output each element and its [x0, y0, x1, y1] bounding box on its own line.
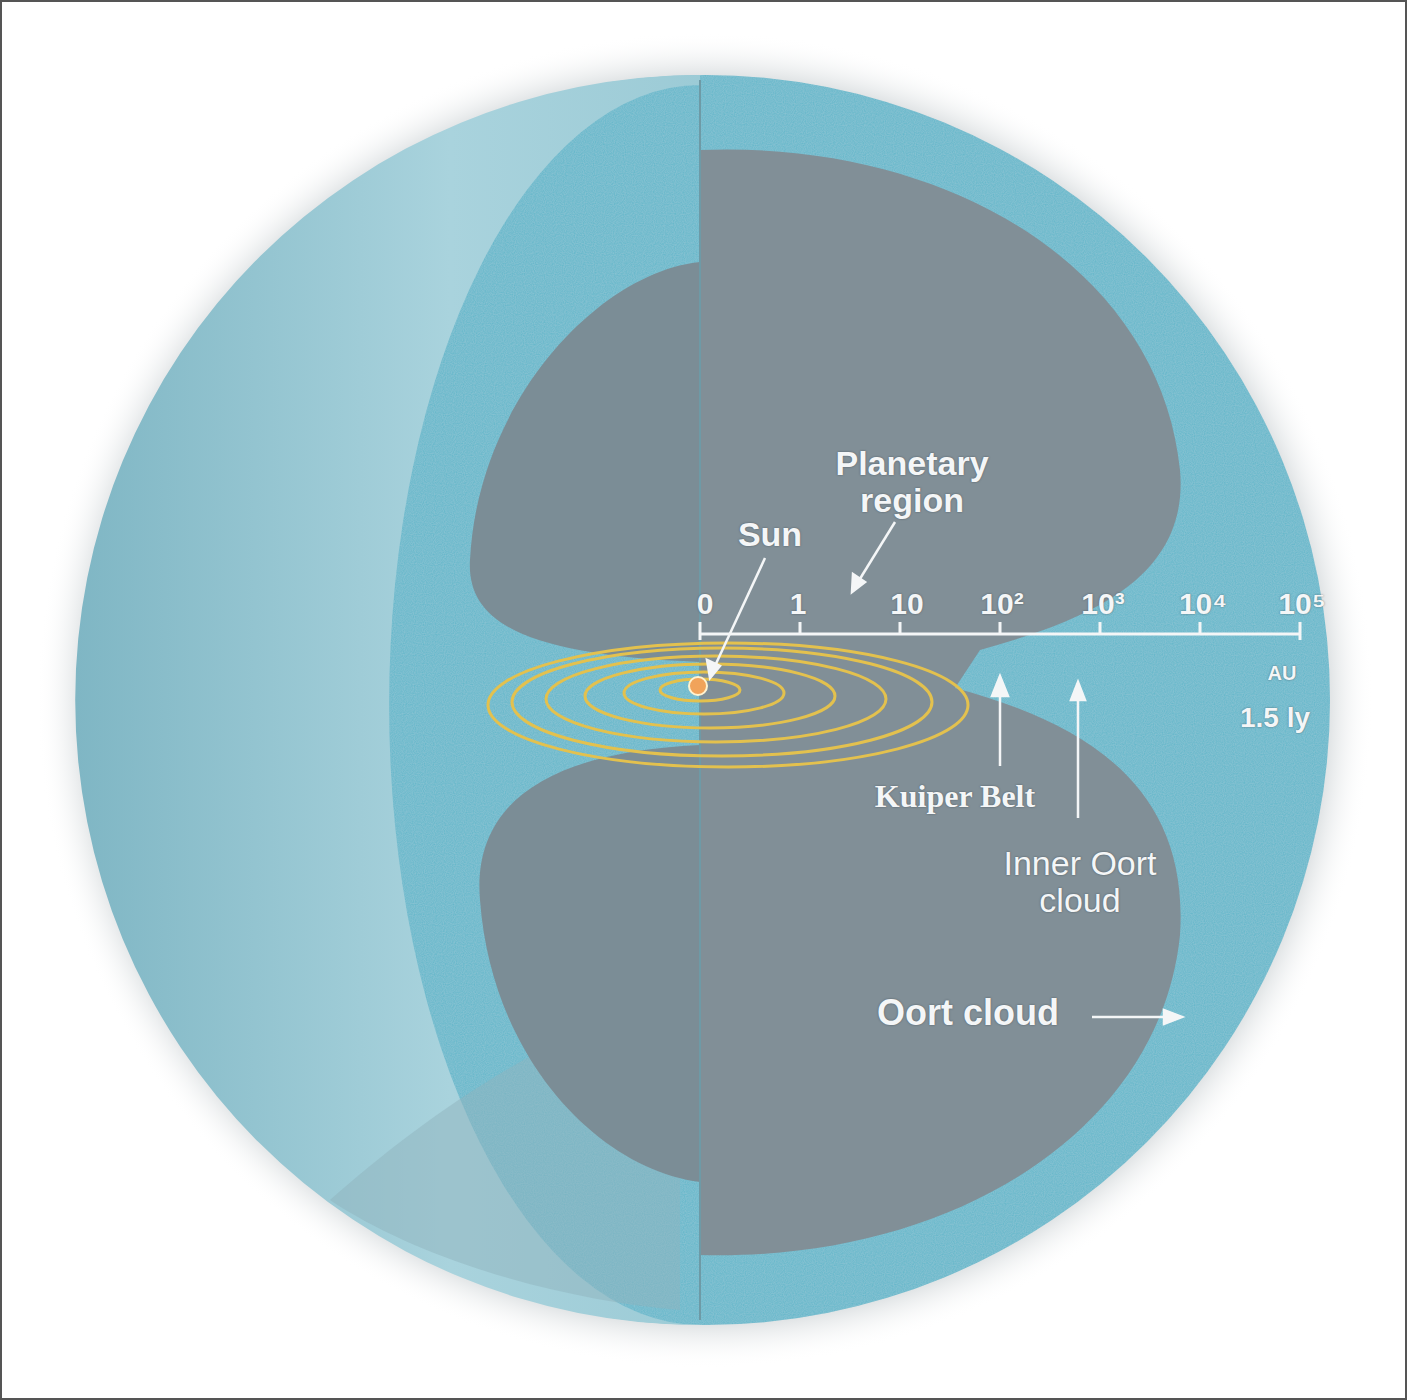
scale-number: 0: [697, 587, 714, 620]
scale-number: 10³: [1081, 587, 1124, 620]
inner-gray-right: [700, 149, 1181, 1255]
unit-label: AU: [1268, 662, 1297, 684]
scale-number: 10⁵: [1278, 587, 1325, 620]
region-label: Inner Oort cloud: [995, 845, 1165, 920]
scale-axis: [700, 622, 1300, 640]
inner-gray-left-bottom: [479, 745, 700, 1182]
scale-number: 1: [790, 587, 807, 620]
halo: [37, 32, 1373, 1368]
sun-label: Sun: [738, 516, 802, 553]
sun-dot: [689, 677, 707, 695]
sphere-surface: [75, 75, 700, 1325]
scale-number: 10²: [980, 587, 1023, 620]
region-label: Planetary region: [792, 445, 1032, 520]
planet-orbits: [488, 643, 968, 767]
inner-gray-left-top: [470, 262, 700, 662]
scale-number: 10⁴: [1179, 587, 1227, 620]
leader-lines: [707, 522, 1182, 1024]
distance-label: 1.5 ly: [1240, 703, 1310, 734]
region-label: Oort cloud: [877, 993, 1059, 1033]
region-label: Kuiper Belt: [875, 779, 1035, 814]
scale-number: 10: [890, 587, 923, 620]
